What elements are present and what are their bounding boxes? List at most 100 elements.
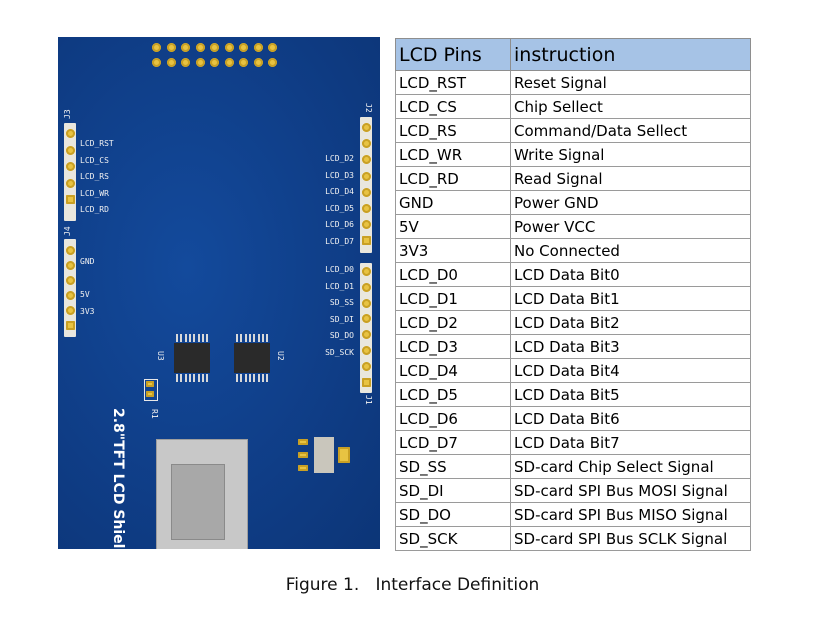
chip-pin [193,334,196,342]
pin-instruction-cell: Command/Data Sellect [510,118,751,143]
header-pin-pad [66,178,75,188]
pin-label: LCD_D2 [325,154,354,163]
chip-pin [261,374,264,382]
header-pin-pad [362,204,371,213]
header-pin-pad [152,58,161,67]
pin-instruction-cell: SD-card SPI Bus MOSI Signal [510,478,751,503]
pin-label: LCD_RS [80,172,109,181]
pin-label: LCD_CS [80,155,109,165]
header-pin-pad [195,43,205,52]
header-pin-pad [268,43,277,52]
pin-instruction-cell: SD-card SPI Bus SCLK Signal [510,526,751,551]
header-pin-pad [66,276,75,285]
pin-instruction-cell: LCD Data Bit7 [510,430,751,455]
pin-label: LCD_D5 [325,203,354,213]
header-pin-pad [66,129,75,138]
pin-instruction-cell: SD-card Chip Select Signal [510,454,751,479]
pin-label: LCD_D3 [325,170,354,180]
header-pin-pad [268,58,277,67]
header-pin-pad [66,306,75,315]
header-pin-pad [66,145,75,155]
header-pin-pad [166,43,176,52]
pin-name-cell: LCD_D6 [395,406,511,431]
pin-label: LCD_D1 [325,281,354,291]
header-pin-pad [362,377,371,387]
header-pin-pad [362,346,371,355]
pin-name-cell: LCD_D0 [395,262,511,287]
pin-instruction-cell: LCD Data Bit5 [510,382,751,407]
pin-instruction-cell: LCD Data Bit0 [510,262,751,287]
u2-label: U2 [276,351,285,361]
header-pin-pad [66,321,75,330]
pin-name-cell: GND [395,190,511,215]
chip-pin [248,334,251,342]
j3-label: J3 [63,109,72,119]
pin-instruction-cell: Read Signal [510,166,751,191]
pin-label: SD_SS [329,298,354,307]
header-pin-pad [362,267,371,276]
pin-label: SD_DI [329,314,354,324]
board-title: 2.8"TFT LCD Shield [110,408,126,549]
pin-name-cell: LCD_D5 [395,382,511,407]
header-pin-pad [210,43,219,52]
pin-label: LCD_WR [80,188,109,198]
header-pin-pad [362,298,371,308]
header-pin-pad [66,291,75,300]
pin-label: SD_DO [329,331,354,340]
column-header-lcd-pins: LCD Pins [395,38,511,71]
pin-label: 5V [80,290,90,299]
header-pin-pad [362,236,371,246]
sd-card-slot [156,439,248,549]
u2-chip [234,343,270,373]
pin-label: LCD_D0 [325,265,354,274]
pin-name-cell: LCD_RS [395,118,511,143]
chip-pin [236,334,238,342]
r1-footprint [144,379,158,401]
regulator-tab [338,447,350,463]
header-pin-pad [166,58,176,67]
chip-pin [201,374,204,382]
pin-name-cell: LCD_D1 [395,286,511,311]
pin-instruction-cell: LCD Data Bit6 [510,406,751,431]
pin-name-cell: LCD_RD [395,166,511,191]
pin-instruction-cell: Write Signal [510,142,751,167]
chip-pin [257,374,260,382]
chip-pin [180,374,183,382]
chip-pin [240,374,243,382]
header-pin-pad [239,43,248,52]
chip-pin [188,374,191,382]
chip-pin [236,374,238,382]
header-pin-pad [181,43,190,52]
header-pin-pad [362,361,371,371]
pin-label: 3V3 [80,306,95,316]
chip-pin [206,374,209,382]
header-pin-pad [362,139,371,149]
pin-name-cell: LCD_WR [395,142,511,167]
header-pin-pad [66,162,75,171]
pin-name-cell: LCD_D4 [395,358,511,383]
chip-pin [176,374,178,382]
header-pin-pad [362,123,371,132]
voltage-regulator [314,437,334,473]
chip-pin [244,374,247,382]
j2-label: J2 [364,103,373,113]
header-pin-pad [362,187,371,197]
pin-label: LCD_D6 [325,220,354,229]
pin-name-cell: LCD_CS [395,94,511,119]
pin-label: LCD_RST [80,139,114,148]
pin-name-cell: LCD_D7 [395,430,511,455]
chip-pin [201,334,204,342]
j2-header [360,117,372,253]
